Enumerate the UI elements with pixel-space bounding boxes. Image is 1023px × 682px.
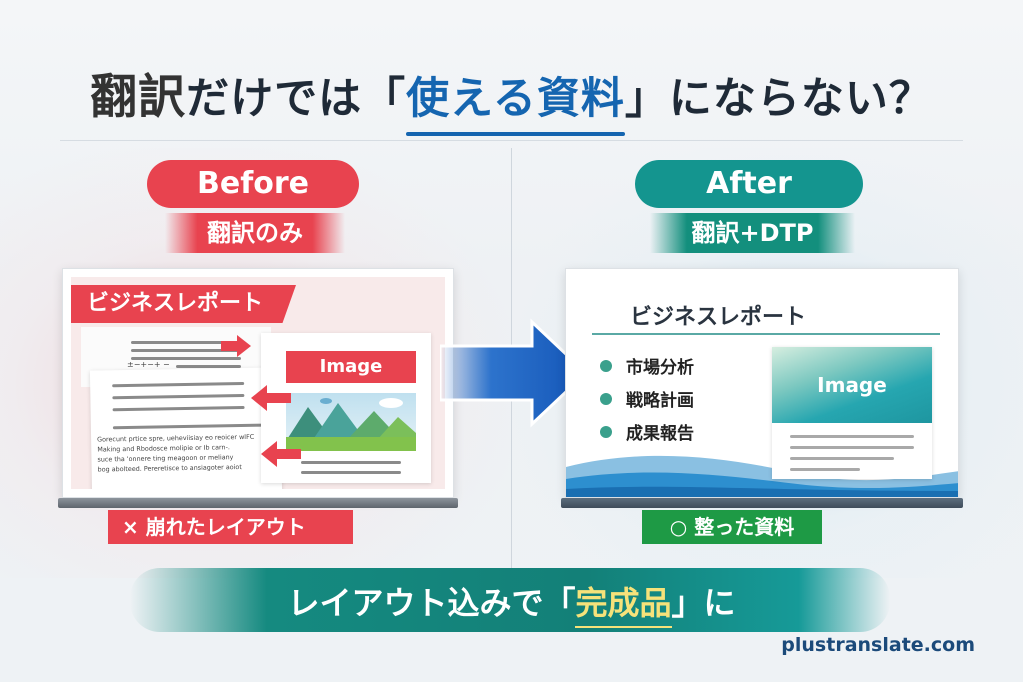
text-line <box>176 365 241 368</box>
text-line <box>112 423 268 430</box>
misplaced-image-page: Image <box>261 333 431 483</box>
text-line <box>112 405 245 412</box>
broken-characters: ±−+−+ − <box>127 360 170 369</box>
conclusion-text: レイアウト込みで「完成品」に <box>0 578 1023 628</box>
text-line <box>131 341 241 344</box>
decorative-wave <box>566 447 958 497</box>
bullet-icon <box>600 425 612 438</box>
title-underline <box>592 333 940 335</box>
garbled-line: bog abolteed. Pereretisce to ansiagoter … <box>97 463 242 474</box>
bullet-list: 市場分析 戦略計画 成果報告 <box>600 349 694 448</box>
after-doc-title: ビジネスレポート <box>630 305 807 330</box>
bullet-text: 成果報告 <box>626 424 694 444</box>
before-board-inner: ±−+−+ − Gorecunt prtice spre, ueheviisia… <box>71 277 445 489</box>
title-divider <box>60 140 963 141</box>
text-line <box>112 393 245 400</box>
arrow-right-icon <box>440 318 589 428</box>
text-line <box>112 381 245 388</box>
title-part-2: だけでは <box>186 74 363 124</box>
banner-open-bracket: 「 <box>543 584 576 622</box>
garbled-text: Gorecunt prtice spre, ueheviisiay eo reo… <box>97 431 278 474</box>
image-placeholder: Image <box>772 347 932 423</box>
text-line <box>790 446 914 449</box>
after-pill: After <box>635 160 863 208</box>
after-subtitle: 翻訳+DTP <box>650 213 855 253</box>
image-card: Image <box>772 347 932 479</box>
text-line <box>790 435 914 438</box>
after-board-shelf <box>561 498 963 508</box>
bullet-text: 市場分析 <box>626 358 694 378</box>
page-title: 翻訳だけでは「使える資料」にならない？ <box>0 58 1023 136</box>
before-document-board: ±−+−+ − Gorecunt prtice spre, ueheviisia… <box>62 268 454 498</box>
conclusion-banner <box>130 568 890 632</box>
list-item: 市場分析 <box>600 349 694 382</box>
landscape-image-icon <box>286 393 416 451</box>
title-highlight: 使える資料 <box>406 64 625 136</box>
list-item: 戦略計画 <box>600 382 694 415</box>
title-close-bracket: 」 <box>624 74 669 124</box>
text-line <box>790 468 860 471</box>
broken-layout-label: × 崩れたレイアウト <box>108 510 353 544</box>
banner-suffix: に <box>703 584 736 622</box>
text-line <box>301 461 401 464</box>
banner-highlight: 完成品 <box>575 578 672 628</box>
text-line <box>301 471 401 474</box>
before-doc-banner: ビジネスレポート <box>71 285 296 323</box>
title-open-bracket: 「 <box>362 74 407 124</box>
before-subtitle: 翻訳のみ <box>165 213 345 253</box>
bullet-text: 戦略計画 <box>626 391 694 411</box>
before-pill: Before <box>147 160 359 208</box>
after-document-board: ビジネスレポート 市場分析 戦略計画 成果報告 Image <box>565 268 959 498</box>
banner-close-bracket: 」 <box>671 584 704 622</box>
organized-document-label: ○ 整った資料 <box>642 510 822 544</box>
banner-prefix: レイアウト込みで <box>287 584 544 622</box>
before-board-shelf <box>58 498 458 508</box>
list-item: 成果報告 <box>600 415 694 448</box>
title-part-translation: 翻訳 <box>90 70 187 125</box>
image-label: Image <box>286 351 416 383</box>
bullet-icon <box>600 359 612 372</box>
text-line <box>131 357 241 360</box>
bullet-icon <box>600 392 612 405</box>
site-url[interactable]: plustranslate.com <box>781 634 975 656</box>
arrow-left-icon <box>251 385 291 411</box>
title-part-3: にならない？ <box>668 74 933 124</box>
arrow-right-icon <box>221 335 251 357</box>
arrow-left-icon <box>261 441 301 467</box>
text-line <box>131 349 241 352</box>
text-line <box>790 457 894 460</box>
